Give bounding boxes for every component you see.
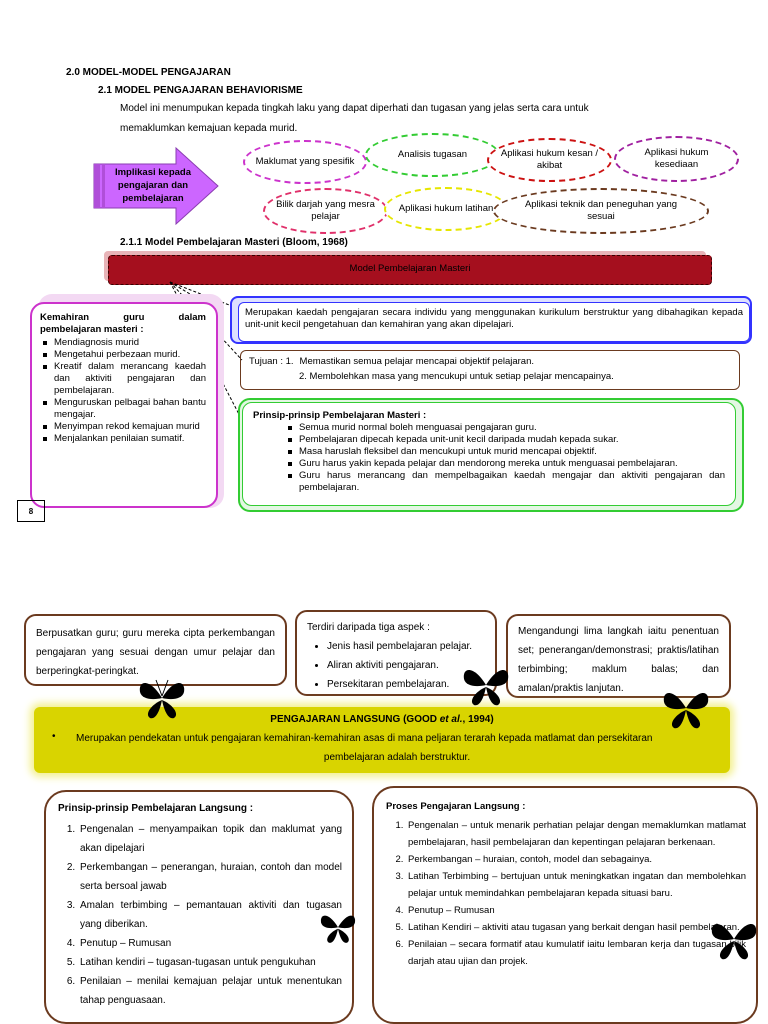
list-item: Amalan terbimbing – pemantauan aktiviti … <box>78 896 342 934</box>
proses-langsung-title: Proses Pengajaran Langsung : <box>386 801 526 812</box>
list-item: Guru harus merancang dan mempelbagaikan … <box>288 470 725 493</box>
page-number: 8 <box>17 500 45 522</box>
list-item: Latihan Terbimbing – bertujuan untuk men… <box>406 868 746 902</box>
list-item: Mengetahui perbezaan murid. <box>43 349 206 361</box>
langsung-desc-line-2: pembelajaran adalah berstruktur. <box>323 752 471 763</box>
berpusatkan-box: Berpusatkan guru; guru mereka cipta perk… <box>24 614 287 686</box>
list-item: Penilaian – secara formatif atau kumulat… <box>406 936 746 970</box>
prinsip-langsung-box: Prinsip-prinsip Pembelajaran Langsung : … <box>44 790 354 1024</box>
prinsip-masteri-list: Semua murid normal boleh menguasai penga… <box>253 422 725 494</box>
oval-hukum-latihan: Aplikasi hukum latihan <box>384 187 508 231</box>
butterfly-icon <box>711 923 757 960</box>
implication-arrow-shape <box>93 146 219 226</box>
aspek-box: Terdiri daripada tiga aspek : Jenis hasi… <box>295 610 497 696</box>
intro-line-2: memaklumkan kemajuan kepada murid. <box>120 123 298 134</box>
oval-bilik-darjah: Bilik darjah yang mesra pelajar <box>263 188 388 234</box>
list-item: Pengenalan – menyampaikan topik dan makl… <box>78 820 342 858</box>
list-item: Penutup – Rumusan <box>78 934 342 953</box>
list-item: Perkembangan – huraian, contoh, model da… <box>406 851 746 868</box>
list-item: Kreatif dalam merancang kaedah dan aktiv… <box>43 361 206 396</box>
butterfly-icon <box>463 669 509 706</box>
oval-teknik-peneguhan: Aplikasi teknik dan peneguhan yang sesua… <box>493 188 709 234</box>
list-item: Jenis hasil pembelajaran pelajar. <box>327 637 485 656</box>
oval-maklumat: Maklumat yang spesifik <box>243 140 367 184</box>
list-item: Penutup – Rumusan <box>406 902 746 919</box>
prinsip-langsung-list: Pengenalan – menyampaikan topik dan makl… <box>58 820 342 1010</box>
list-item: Pengenalan – untuk menarik perhatian pel… <box>406 817 746 851</box>
butterfly-icon <box>663 692 709 729</box>
list-item: Latihan kendiri – tugasan-tugasan untuk … <box>78 953 342 972</box>
tujuan-label: Tujuan : 1. <box>249 356 294 367</box>
list-item: Guru harus yakin kepada pelajar dan mend… <box>288 458 725 470</box>
implication-arrow-label: Implikasi kepada pengajaran dan pembelaj… <box>114 167 192 204</box>
list-item: Menguruskan pelbagai bahan bantu mengaja… <box>43 397 206 420</box>
list-item: Pembelajaran dipecah kepada unit-unit ke… <box>288 434 725 446</box>
list-item: Mendiagnosis murid <box>43 337 206 349</box>
kemahiran-box: Kemahiran guru dalam pembelajaran master… <box>30 302 218 508</box>
list-item: Masa haruslah fleksibel dan mencukupi un… <box>288 446 725 458</box>
oval-analisis: Analisis tugasan <box>365 133 500 177</box>
langsung-banner-title: PENGAJARAN LANGSUNG (GOOD et al., 1994) <box>34 707 730 727</box>
list-item: Menyimpan rekod kemajuan murid <box>43 421 206 433</box>
prinsip-masteri-title: Prinsip-prinsip Pembelajaran Masteri : <box>253 410 427 421</box>
kemahiran-list: Mendiagnosis murid Mengetahui perbezaan … <box>40 337 206 445</box>
langsung-banner-desc: • Merupakan pendekatan untuk pengajaran … <box>34 727 730 767</box>
langsung-title-year: , 1994) <box>462 714 494 725</box>
prinsip-langsung-title: Prinsip-prinsip Pembelajaran Langsung : <box>58 803 254 814</box>
proses-langsung-list: Pengenalan – untuk menarik perhatian pel… <box>386 817 746 970</box>
masteri-bar: Model Pembelajaran Masteri <box>108 255 712 285</box>
aspek-title: Terdiri daripada tiga aspek : <box>307 622 430 633</box>
tujuan-item-2: 2. Membolehkan masa yang mencukupi untuk… <box>299 371 614 382</box>
list-item: Latihan Kendiri – aktiviti atau tugasan … <box>406 919 746 936</box>
butterfly-icon <box>139 679 185 719</box>
langsung-banner: PENGAJARAN LANGSUNG (GOOD et al., 1994) … <box>34 707 730 773</box>
tujuan-box: Tujuan : 1. Memastikan semua pelajar menc… <box>240 350 740 390</box>
langsung-title-etal: et al. <box>439 714 463 725</box>
langsung-title-text: PENGAJARAN LANGSUNG (GOOD <box>270 714 440 725</box>
proses-langsung-box: Proses Pengajaran Langsung : Pengenalan … <box>372 786 758 1024</box>
tujuan-item-1: Memastikan semua pelajar mencapai objekt… <box>299 356 535 367</box>
langkah-box: Mengandungi lima langkah iaitu penentuan… <box>506 614 731 698</box>
list-item: Menjalankan penilaian sumatif. <box>43 433 206 445</box>
list-item: Aliran aktiviti pengajaran. <box>327 656 485 675</box>
list-item: Perkembangan – penerangan, huraian, cont… <box>78 858 342 896</box>
oval-hukum-kesediaan: Aplikasi hukum kesediaan <box>614 136 739 182</box>
definisi-box: Merupakan kaedah pengajaran secara indiv… <box>238 302 750 342</box>
list-item: Semua murid normal boleh menguasai penga… <box>288 422 725 434</box>
list-item: Persekitaran pembelajaran. <box>327 675 485 694</box>
intro-line-1: Model ini menumpukan kepada tingkah laku… <box>120 103 589 114</box>
langsung-desc-line-1: Merupakan pendekatan untuk pengajaran ke… <box>76 733 653 744</box>
prinsip-masteri-box: Prinsip-prinsip Pembelajaran Masteri : S… <box>242 402 736 506</box>
heading-2-0: 2.0 MODEL-MODEL PENGAJARAN <box>66 67 231 78</box>
heading-2-1-1: 2.1.1 Model Pembelajaran Masteri (Bloom,… <box>120 237 348 248</box>
heading-2-1: 2.1 MODEL PENGAJARAN BEHAVIORISME <box>98 85 303 96</box>
bullet-icon: • <box>52 731 56 742</box>
aspek-list: Jenis hasil pembelajaran pelajar. Aliran… <box>307 637 485 694</box>
list-item: Penilaian – menilai kemajuan pelajar unt… <box>78 972 342 1010</box>
oval-hukum-kesan: Aplikasi hukum kesan / akibat <box>487 138 612 182</box>
butterfly-icon <box>320 915 356 943</box>
kemahiran-title: Kemahiran guru dalam pembelajaran master… <box>40 312 206 335</box>
